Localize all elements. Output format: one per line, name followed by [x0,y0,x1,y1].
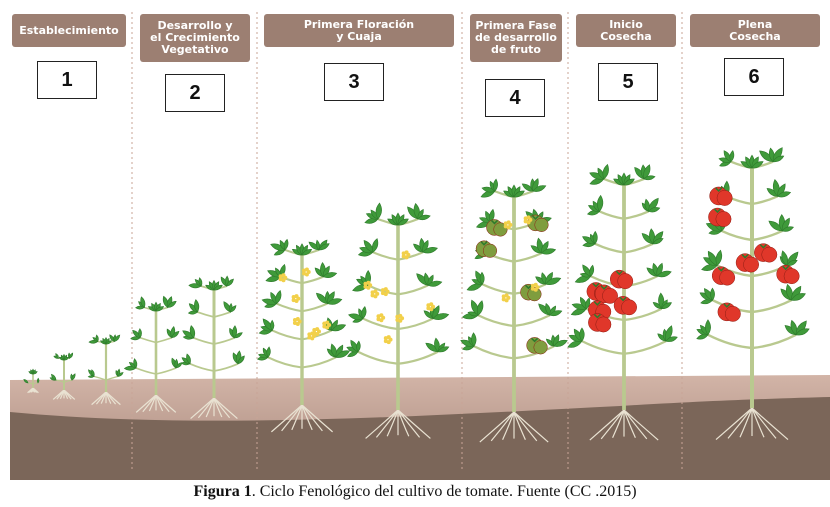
tomato-fruit-icon [711,266,736,286]
tomato-plant-icon [23,368,40,394]
flower-icon [292,317,302,326]
phenology-scene [10,12,830,480]
root-icon [135,394,177,413]
flower-icon [395,313,405,323]
stage-tab-2: Desarrollo y el Crecimiento Vegetativo [140,14,250,62]
flower-icon [307,331,317,341]
tomato-fruit-icon [735,253,759,273]
flower-icon [363,280,373,290]
tomato-plant-icon [49,352,76,400]
tomato-fruit-icon [594,284,618,304]
stage-number-3: 3 [324,63,384,101]
tomato-fruit-icon [708,207,732,227]
stage-number-5: 5 [598,63,658,101]
flower-icon [530,282,540,292]
tomato-fruit-icon [709,186,733,206]
tomato-plant-icon [257,238,351,433]
flower-icon [376,313,386,323]
root-icon [91,391,121,406]
tomato-plant-icon [180,275,245,419]
flower-icon [302,267,311,277]
flower-icon [322,320,332,330]
flower-icon [501,293,511,303]
flower-icon [426,302,436,312]
caption-label: Figura 1 [193,483,252,500]
stage-number-1: 1 [37,61,97,99]
flower-icon [401,250,411,260]
stage-tab-6: Plena Cosecha [690,14,820,47]
tomato-fruit-icon [613,296,637,316]
flower-icon [503,220,513,230]
stage-number-2: 2 [165,74,225,112]
stage-tab-5: Inicio Cosecha [576,14,676,47]
tomato-fruit-icon [717,302,741,322]
stage-tab-3: Primera Floración y Cuaja [264,14,454,47]
root-icon [589,409,659,441]
flower-icon [278,273,288,283]
stage-tab-4: Primera Fase de desarrollo de fruto [470,14,562,62]
stage-number-4: 4 [485,79,545,117]
root-icon [27,387,39,394]
tomato-plant-icon [87,334,124,406]
stage-separators [131,12,683,470]
root-icon [271,404,333,433]
tomato-fruit-icon [754,243,778,263]
stage-tab-1: Establecimiento [12,14,126,47]
tomato-fruit-icon [526,337,548,355]
tomato-plants [23,147,810,443]
tomato-fruit-icon [486,219,508,237]
root-icon [190,397,238,419]
stage-number-6: 6 [724,58,784,96]
flower-icon [312,327,321,337]
figure-caption: Figura 1. Ciclo Fenológico del cultivo d… [0,483,830,501]
root-icon [365,409,431,439]
caption-text: . Ciclo Fenológico del cultivo de tomate… [251,483,637,500]
flower-icon [383,335,393,345]
soil-deep-layer [10,397,830,480]
root-icon [52,389,76,400]
flower-icon [370,289,380,299]
flower-icon [523,215,533,225]
tomato-fruit-icon [475,240,498,258]
tomato-plant-icon [123,295,183,413]
tomato-fruit-icon [588,313,612,333]
tomato-fruit-icon [610,269,634,290]
tomato-fruit-icon [776,264,800,285]
flower-icon [291,294,301,304]
root-icon [715,407,789,441]
root-icon [479,411,549,443]
flower-icon [380,287,390,297]
